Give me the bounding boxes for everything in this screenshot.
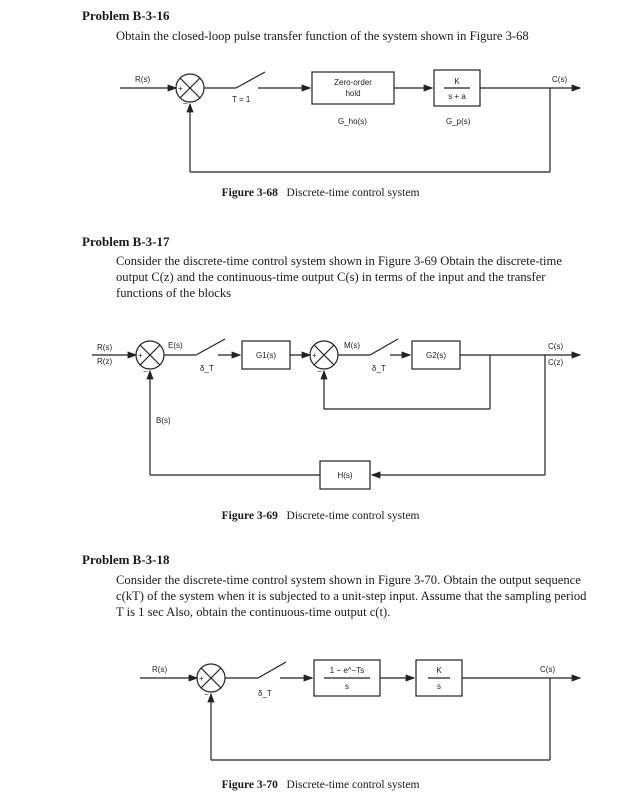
plant-denominator: s [437,682,441,691]
zoh-numerator: 1 − e^−Ts [330,666,364,675]
g1-block [241,340,291,370]
problem-heading: Problem B-3-18 [82,552,170,567]
sampler-label: T = 1 [232,95,251,104]
figure-caption: Figure 3-70 Discrete-time control system [221,779,420,791]
problem-heading: Problem B-3-16 [82,8,170,23]
minus-sign: − [204,690,209,699]
sampler-label: δ_T [372,364,386,373]
input-label: R(s) [135,75,150,84]
m-label: M(s) [344,341,360,350]
plus-sign: + [178,84,183,93]
figure-caption: Figure 3-69 Discrete-time control system [221,510,420,522]
sampler-switch [369,338,399,356]
g1-label: G1(s) [256,351,276,360]
output-label: C(s) [540,665,555,674]
plus-sign: + [138,351,143,360]
g2-label: G2(s) [426,351,446,360]
sampler-label: δ_T [200,364,214,373]
zoh-line1: Zero-order [334,78,372,87]
plus-sign: + [312,351,317,360]
minus-sign: − [317,367,322,376]
output-label-s: C(s) [548,342,563,351]
minus-sign: − [183,99,188,108]
zoh-denominator: s [345,682,349,691]
figure-3-70-diagram: R(s) + − δ_T 1 − e^−Ts s K s C(s) [140,659,582,761]
plant-label: G_p(s) [446,117,471,126]
g2-block [411,340,461,370]
zoh-label: G_ho(s) [338,117,367,126]
problem-text: Consider the discrete-time control syste… [116,254,562,300]
sampler-switch [235,71,266,89]
sampler-label: δ_T [258,689,272,698]
problem-heading: Problem B-3-17 [82,234,170,249]
plus-sign: + [199,674,204,683]
plant-numerator: K [436,666,442,675]
plant-numerator: K [454,77,460,86]
sampler-switch [257,661,287,679]
figure-caption: Figure 3-68 Discrete-time control system [221,187,420,199]
problem-text: Consider the discrete-time control syste… [116,573,587,619]
feedback-label: B(s) [156,416,171,425]
input-label: R(s) [152,665,167,674]
h-label: H(s) [337,471,352,480]
zero-order-hold-block [311,71,395,105]
output-label-z: C(z) [548,358,563,367]
output-label: C(s) [552,75,567,84]
input-label-z: R(z) [97,357,112,366]
sampler-switch [195,338,226,356]
error-label: E(s) [168,341,183,350]
figure-3-69-diagram: R(s) R(z) + − E(s) δ_T G1(s) + − M(s) δ_… [92,338,582,490]
input-label-s: R(s) [97,343,112,352]
problem-text: Obtain the closed-loop pulse transfer fu… [116,29,529,43]
minus-sign: − [143,367,148,376]
zoh-line2: hold [345,89,360,98]
figure-3-68-diagram: R(s) + − T = 1 Zero-order hold G_ho(s) K… [120,69,582,173]
plant-denominator: s + a [448,92,466,101]
